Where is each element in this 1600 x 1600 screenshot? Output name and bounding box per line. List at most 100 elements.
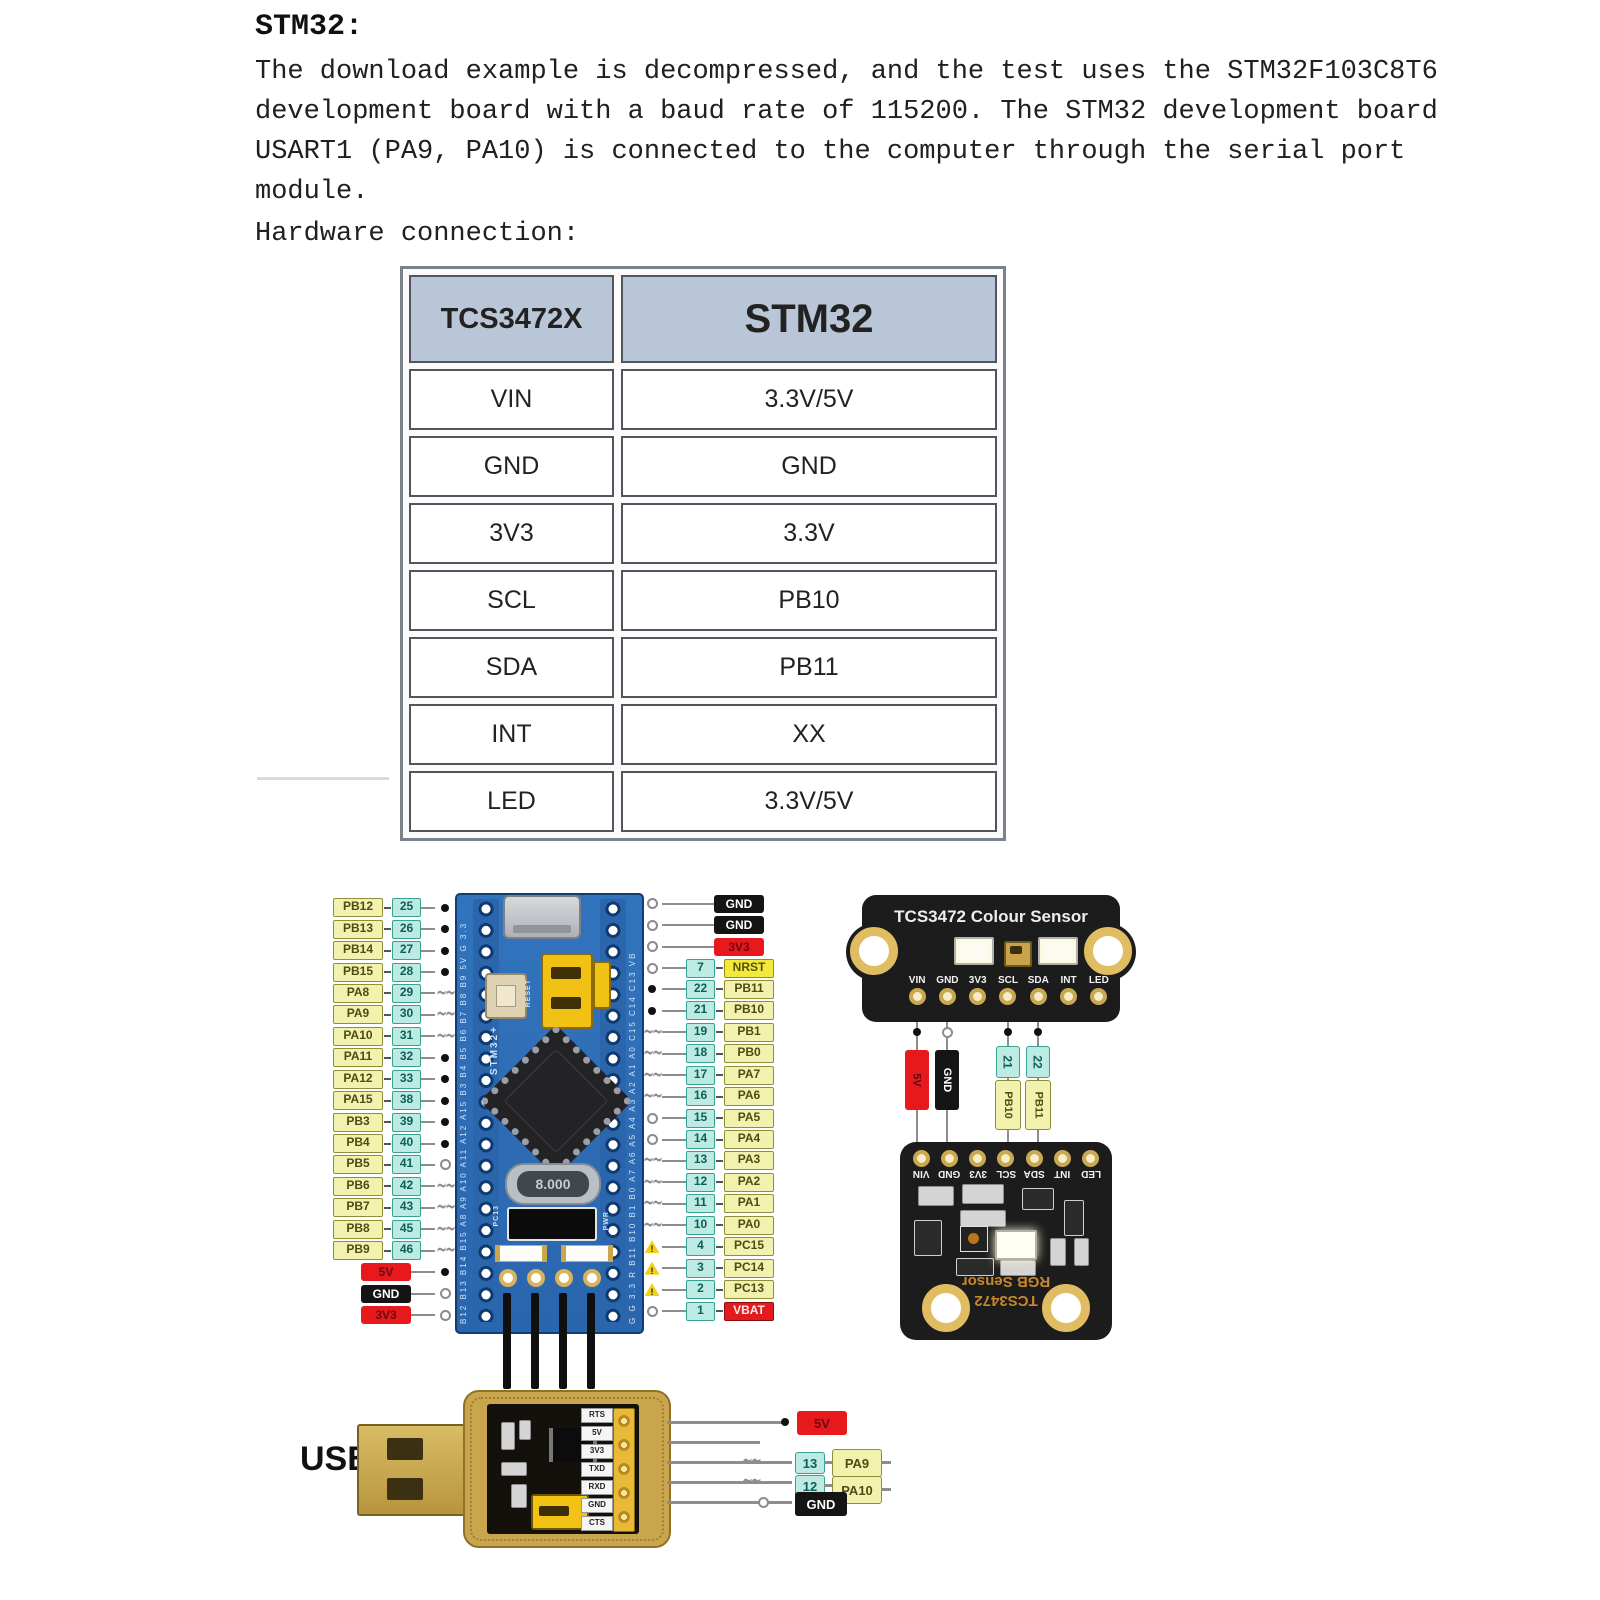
power-pin-row: 5V	[333, 1261, 455, 1282]
pin-row: 22 PB11	[642, 979, 774, 1000]
wire-end-mark	[642, 985, 662, 993]
pin-number: 18	[686, 1044, 715, 1064]
wire	[662, 1245, 686, 1248]
solder-pad	[1048, 1149, 1076, 1167]
connector-dash	[716, 1159, 723, 1162]
wire-end-mark	[642, 920, 662, 931]
wire	[662, 1074, 686, 1077]
solder-pad	[935, 1149, 963, 1167]
wire	[662, 1052, 686, 1055]
pin-number: 14	[686, 1130, 715, 1150]
component	[1000, 1260, 1036, 1276]
pin-label: PB9	[333, 1241, 383, 1261]
connector-dash	[384, 971, 391, 974]
wire-label-pin13: 13	[795, 1452, 825, 1474]
silk-label: RXD	[581, 1480, 613, 1495]
solder-pad	[1020, 1149, 1048, 1167]
pin-number: 12	[686, 1172, 715, 1192]
pin-row: 1 VBAT	[642, 1300, 774, 1321]
boot-jumper-tab	[593, 961, 611, 1009]
silk-label: GND	[581, 1498, 613, 1513]
pin-row: PA10 31	[333, 1026, 455, 1047]
wire-end-mark	[642, 898, 662, 909]
wire-end-mark	[642, 1090, 662, 1103]
usb-serial-board: RTS 5V 3V3 TXD RXD GND CTS	[463, 1390, 671, 1548]
pc13-silkscreen: PC13	[493, 1205, 500, 1227]
wire-label-gnd: GND	[795, 1492, 847, 1516]
power-label: GND	[361, 1284, 411, 1303]
page-artifact-line	[257, 777, 389, 780]
connector-dash	[716, 1009, 723, 1012]
wire	[662, 1224, 686, 1227]
bluepill-right-pin-column: GND GND 3V3	[642, 893, 774, 1322]
wire-end-mark	[1004, 1028, 1012, 1036]
silk-label: 3V3	[581, 1444, 613, 1459]
wire	[662, 1267, 686, 1270]
connector-dash	[716, 1138, 723, 1141]
power-label: 3V3	[361, 1306, 411, 1325]
wire-gnd	[667, 1501, 792, 1504]
table-cell-stm32-pin: GND	[621, 436, 997, 497]
swd-hole	[583, 1269, 601, 1287]
wire-end-mark	[742, 1455, 760, 1468]
wire	[662, 1009, 686, 1012]
pin-number: 27	[392, 941, 421, 961]
white-led	[1038, 937, 1078, 965]
pin-label: PC13	[724, 1280, 774, 1300]
sensor-pin-label: INT	[1054, 1168, 1071, 1179]
pin-label: PB0	[724, 1044, 774, 1064]
solder-pad	[964, 1149, 992, 1167]
connector-dash	[384, 1035, 391, 1038]
solder-pad	[992, 1149, 1020, 1167]
table-cell-stm32-pin: 3.3V/5V	[621, 369, 997, 430]
pin-number: 40	[392, 1134, 421, 1154]
wire	[421, 1142, 435, 1145]
crystal-frequency: 8.000	[517, 1171, 589, 1197]
sensor-pin-label: 3V3	[968, 975, 987, 986]
connector-dash	[384, 992, 391, 995]
bluepill-left-pin-column: PB12 25 PB13 26 PB14 27	[333, 897, 455, 1326]
connector-dash	[716, 967, 723, 970]
wire-end-mark	[642, 1069, 662, 1082]
wire-end-mark	[435, 925, 455, 933]
wire-3v3	[667, 1441, 760, 1444]
white-led	[954, 937, 994, 965]
connector-dash	[716, 1245, 723, 1248]
rtc-crystal	[507, 1207, 597, 1241]
mcu-silkscreen: STM32+	[489, 1025, 500, 1076]
component	[918, 1186, 954, 1206]
wire-end-mark	[642, 1154, 662, 1167]
pin-row: 10 PA0	[642, 1215, 774, 1236]
pin-label: PA7	[724, 1065, 774, 1085]
power-label: 3V3	[714, 937, 764, 956]
pin-number: 33	[392, 1069, 421, 1089]
pin-label: PA1	[724, 1194, 774, 1214]
pin-label: PB5	[333, 1155, 383, 1175]
connector-dash	[716, 988, 723, 991]
pin-number: 32	[392, 1048, 421, 1068]
pin-label: PA4	[724, 1130, 774, 1150]
wire-label-5v: 5V	[797, 1411, 847, 1435]
wire	[421, 1249, 435, 1252]
pin-row: 13 PA3	[642, 1150, 774, 1171]
connector-dash	[716, 1074, 723, 1077]
paragraph-line: USART1 (PA9, PA10) is connected to the c…	[255, 137, 1406, 167]
connector-dash	[716, 1181, 723, 1184]
wire	[421, 992, 435, 995]
wire-end-mark	[913, 1028, 921, 1036]
pin-mapping-table: TCS3472X STM32 VIN 3.3V/5V GND GND 3V3 3…	[400, 266, 1006, 841]
micro-usb-port	[503, 895, 581, 939]
connector-dash	[824, 1461, 832, 1464]
hardware-connection-label: Hardware connection:	[255, 219, 580, 249]
wire	[421, 1206, 435, 1209]
pin-number: 42	[392, 1176, 421, 1196]
component	[511, 1484, 527, 1508]
pin-label: PB7	[333, 1198, 383, 1218]
wire-end-mark	[435, 1268, 455, 1276]
pin-label: PB6	[333, 1176, 383, 1196]
solder-pad	[1084, 987, 1114, 1005]
wire-label-pb10: PB10	[995, 1080, 1021, 1130]
swd-pin	[531, 1293, 539, 1389]
pin-label: PA15	[333, 1091, 383, 1111]
